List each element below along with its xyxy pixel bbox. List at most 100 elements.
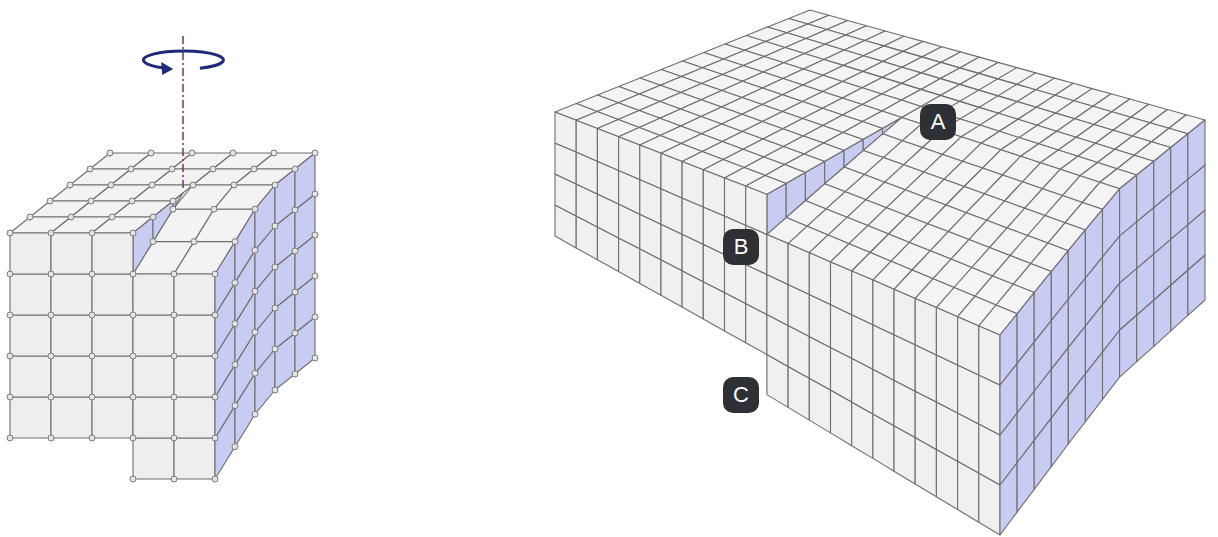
step-face	[767, 183, 786, 234]
crystal-front-tile	[873, 280, 894, 335]
atom-dot	[150, 239, 156, 245]
step-face	[133, 217, 153, 274]
atom-dot	[88, 198, 94, 204]
atom-dot	[170, 206, 176, 212]
atom-dot	[272, 264, 278, 270]
callout-letter: B	[723, 229, 759, 265]
crystal-side-tile	[1103, 189, 1120, 257]
crystal-front-tile	[661, 153, 682, 198]
atom-dot	[27, 214, 33, 220]
crystal-front-tile	[133, 397, 174, 438]
atom-dot	[232, 403, 238, 409]
atom-dot	[272, 305, 278, 311]
atom-dot	[130, 435, 136, 441]
crystal-side-tile	[1017, 293, 1034, 364]
crystal-side-tile	[1120, 175, 1137, 236]
atom-dot	[130, 476, 136, 482]
step-face	[883, 117, 902, 133]
atom-dot	[169, 166, 175, 172]
crystal-front-tile	[597, 129, 618, 171]
atom-dot	[7, 353, 13, 359]
atom-dot	[149, 182, 155, 188]
atom-dot	[171, 435, 177, 441]
atom-dot	[211, 206, 217, 212]
crystal-front-tile	[576, 120, 597, 161]
atom-dot	[130, 230, 136, 236]
crystal-front-tile	[174, 438, 215, 479]
atom-dot	[232, 362, 238, 368]
crystal-side-tile	[275, 169, 295, 226]
crystal-front-tile	[174, 356, 215, 397]
atom-dot	[130, 353, 136, 359]
atom-dot	[68, 214, 74, 220]
atom-dot	[48, 435, 54, 441]
atom-dot	[312, 232, 318, 238]
atom-dot	[189, 150, 195, 156]
crystal-side-tile	[1068, 230, 1085, 299]
crystal-front-tile	[682, 161, 703, 207]
crystal-front-tile	[51, 315, 92, 356]
atom-dot	[312, 355, 318, 361]
atom-dot	[7, 394, 13, 400]
callout-letter: C	[723, 377, 759, 413]
crystal-side-tile	[1034, 272, 1051, 342]
crystal-side-tile	[235, 209, 255, 282]
atom-dot	[89, 230, 95, 236]
atom-dot	[89, 312, 95, 318]
atom-dot	[232, 444, 238, 450]
atom-dot	[292, 330, 298, 336]
crystal-front-tile	[92, 233, 133, 274]
atom-dot	[48, 230, 54, 236]
crystal-front-tile	[619, 137, 640, 180]
crystal-side-tile	[1154, 148, 1171, 208]
callout-holder: B	[723, 229, 759, 265]
atom-dot	[312, 273, 318, 279]
atom-dot	[252, 247, 258, 253]
atom-dot	[212, 271, 218, 277]
crystal-front-tile	[936, 308, 957, 365]
crystal-front-tile	[92, 397, 133, 438]
atom-dot	[7, 435, 13, 441]
atom-dot	[292, 207, 298, 213]
screw-dislocation-slab	[555, 10, 1205, 535]
crystal-front-tile	[10, 233, 51, 274]
atom-dot	[128, 166, 134, 172]
atom-dot	[48, 271, 54, 277]
crystal-side-tile	[1085, 209, 1102, 278]
crystal-front-tile	[746, 186, 767, 234]
crystal-side-tile	[1188, 120, 1205, 179]
crystal-front-tile	[174, 274, 215, 315]
atom-dot	[272, 387, 278, 393]
crystal-front-tile	[703, 170, 724, 216]
atom-dot	[252, 288, 258, 294]
atom-dot	[212, 353, 218, 359]
atom-dot	[292, 371, 298, 377]
atom-dot	[230, 150, 236, 156]
atom-dot	[130, 394, 136, 400]
atom-dot	[271, 150, 277, 156]
atom-dot	[232, 239, 238, 245]
crystal-front-tile	[831, 262, 852, 315]
atom-dot	[312, 150, 318, 156]
crystal-front-tile	[894, 289, 915, 345]
rotation-axis	[182, 36, 184, 191]
callout-holder: C	[723, 377, 759, 413]
crystal-front-tile	[809, 253, 830, 305]
atom-dot	[148, 150, 154, 156]
atom-dot	[171, 312, 177, 318]
atom-dot	[252, 329, 258, 335]
rotation-arrow	[143, 51, 223, 68]
step-face	[805, 161, 824, 200]
atom-dot	[251, 166, 257, 172]
atom-dot	[272, 346, 278, 352]
crystal-front-tile	[133, 356, 174, 397]
atom-dot	[47, 198, 53, 204]
atom-dot	[48, 312, 54, 318]
step-face	[825, 150, 844, 183]
rotation-arrowhead	[161, 62, 173, 75]
crystal-front-tile	[915, 298, 936, 355]
atom-dot	[232, 321, 238, 327]
atom-dot	[292, 166, 298, 172]
crystal-side-tile	[1000, 314, 1017, 385]
